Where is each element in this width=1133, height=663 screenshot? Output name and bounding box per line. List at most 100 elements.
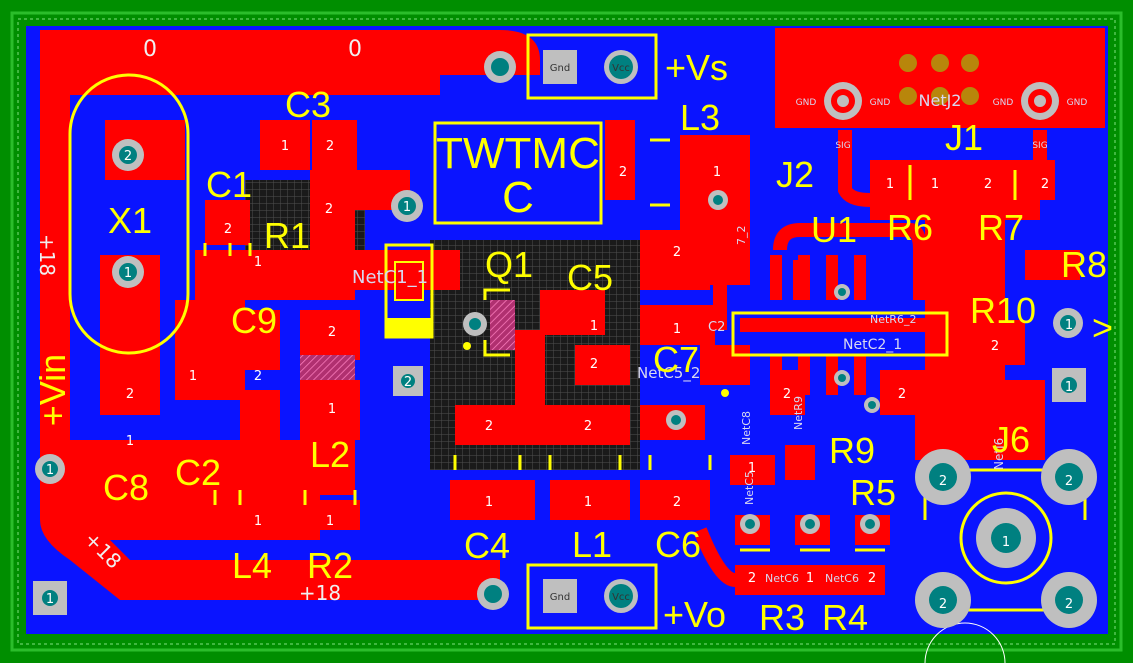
gnd-pad-label: Gnd bbox=[550, 63, 570, 74]
j6-pad bbox=[915, 572, 971, 628]
designator-c6: C6 bbox=[655, 524, 701, 565]
designator-r5: R5 bbox=[850, 472, 896, 513]
net-label-netc5: NetC5 bbox=[743, 471, 756, 505]
j2-gnd-label: GND bbox=[796, 98, 817, 108]
designator-l1: L1 bbox=[572, 524, 612, 565]
board-arc bbox=[924, 622, 1006, 663]
silkscreen-outlines bbox=[68, 33, 1053, 630]
via bbox=[112, 256, 144, 288]
designator-r9: R9 bbox=[829, 430, 875, 471]
header-gold-pins bbox=[899, 54, 979, 105]
designator-c1: C1 bbox=[206, 164, 252, 205]
pad-number: 1 bbox=[254, 514, 262, 529]
pad-number: 1 bbox=[584, 495, 592, 510]
square-pads bbox=[33, 50, 1086, 615]
j2-sig-label: SIG bbox=[835, 141, 850, 151]
pad-number: 1 bbox=[46, 592, 54, 607]
pad-number: 2 bbox=[584, 419, 592, 434]
via bbox=[834, 370, 850, 386]
pad-number: 2 bbox=[325, 202, 333, 217]
designator-c3: C3 bbox=[285, 84, 331, 125]
pad-number: 1 bbox=[931, 177, 939, 192]
pad-number: 2 bbox=[1065, 597, 1073, 612]
board-outline bbox=[10, 11, 1123, 652]
pad-number: 1 bbox=[403, 200, 411, 215]
hatch-region-q1b bbox=[490, 300, 515, 350]
net-label-plus18: +18 bbox=[35, 234, 59, 276]
pad-number: 2 bbox=[404, 375, 412, 390]
net-label-netc1-1: NetC1_1 bbox=[352, 267, 428, 288]
pad-number: 2 bbox=[868, 571, 876, 586]
pad-number: 2 bbox=[326, 139, 334, 154]
pad-number: 1 bbox=[124, 266, 132, 281]
pad-number: 2 bbox=[783, 387, 791, 402]
pad-number: 2 bbox=[1065, 474, 1073, 489]
net-label-netc5-2: NetC5_2 bbox=[637, 364, 700, 383]
net-label-netc8: NetC8 bbox=[740, 411, 753, 445]
pad-number: 2 bbox=[898, 387, 906, 402]
label-twtmc: TWTMC bbox=[436, 129, 600, 178]
q1-silk-top bbox=[394, 261, 424, 301]
designator-c8: C8 bbox=[103, 467, 149, 508]
text-layer: 0 0 +18 +18 +18 NetC1_1 NetC2_1 NetR6_2 … bbox=[32, 37, 1113, 638]
designator-j1: J1 bbox=[945, 117, 983, 158]
designator-c7: C7 bbox=[653, 339, 699, 380]
vias bbox=[35, 50, 1097, 628]
pad-number: 1 bbox=[485, 495, 493, 510]
pad-number: 2 bbox=[485, 419, 493, 434]
net-label-netj2: NetJ2 bbox=[919, 91, 962, 110]
designator-q1: Q1 bbox=[485, 244, 533, 285]
via bbox=[864, 397, 880, 413]
net-label-zero: 0 bbox=[143, 37, 157, 62]
j2-gnd-label: GND bbox=[870, 98, 891, 108]
pad-number: 2 bbox=[126, 387, 134, 402]
pad-number: 1 bbox=[713, 165, 721, 180]
pad-number: 2 bbox=[673, 245, 681, 260]
designator-l4: L4 bbox=[232, 545, 272, 586]
via bbox=[35, 454, 65, 484]
pad-number: 1 bbox=[806, 571, 814, 586]
pad-number: 1 bbox=[748, 461, 756, 476]
designator-c2: C2 bbox=[175, 452, 221, 493]
pin1-dot bbox=[463, 342, 471, 350]
pad-number: 1 bbox=[1002, 535, 1010, 550]
designator-r6: R6 bbox=[887, 207, 933, 248]
hatch-region-q1 bbox=[300, 355, 355, 380]
j1-gnd-label: GND bbox=[1067, 98, 1088, 108]
via bbox=[860, 514, 880, 534]
pad-number: 2 bbox=[984, 177, 992, 192]
vcc-pad-label: Vcc bbox=[612, 592, 630, 603]
pad-numbers: 2 1 2 1 2 1 2 1 2 2 1 1 2 2 2 1 1 2 1 1 … bbox=[46, 139, 1073, 612]
pad-number: 1 bbox=[1065, 318, 1073, 333]
via bbox=[391, 190, 423, 222]
pad-number: 2 bbox=[939, 597, 947, 612]
pad-number: 2 bbox=[673, 495, 681, 510]
via bbox=[484, 51, 516, 83]
j6-pad bbox=[915, 449, 971, 505]
top-copper bbox=[40, 28, 1105, 600]
u1-pins bbox=[770, 255, 866, 395]
pad-number: 2 bbox=[748, 571, 756, 586]
j1-gnd-label: GND bbox=[993, 98, 1014, 108]
designator-c4: C4 bbox=[464, 525, 510, 566]
via bbox=[666, 410, 686, 430]
pad-number: 2 bbox=[124, 149, 132, 164]
via bbox=[740, 514, 760, 534]
net-label-netc6: NetC6 bbox=[765, 572, 799, 585]
pad-number: 2 bbox=[224, 222, 232, 237]
j6-pad bbox=[1041, 572, 1097, 628]
via bbox=[708, 190, 728, 210]
designator-j6: J6 bbox=[992, 419, 1030, 460]
header-pin bbox=[604, 50, 638, 84]
designator-c5: C5 bbox=[567, 257, 613, 298]
pad-number: 1 bbox=[886, 177, 894, 192]
net-label-l3-2: 7_2 bbox=[735, 226, 748, 246]
pad-number: 2 bbox=[328, 325, 336, 340]
via bbox=[800, 514, 820, 534]
via bbox=[463, 312, 487, 336]
pad-number: 2 bbox=[254, 369, 262, 384]
pad-number: 1 bbox=[328, 402, 336, 417]
board-outline-dashed bbox=[17, 18, 1116, 645]
designator-j2: J2 bbox=[776, 154, 814, 195]
